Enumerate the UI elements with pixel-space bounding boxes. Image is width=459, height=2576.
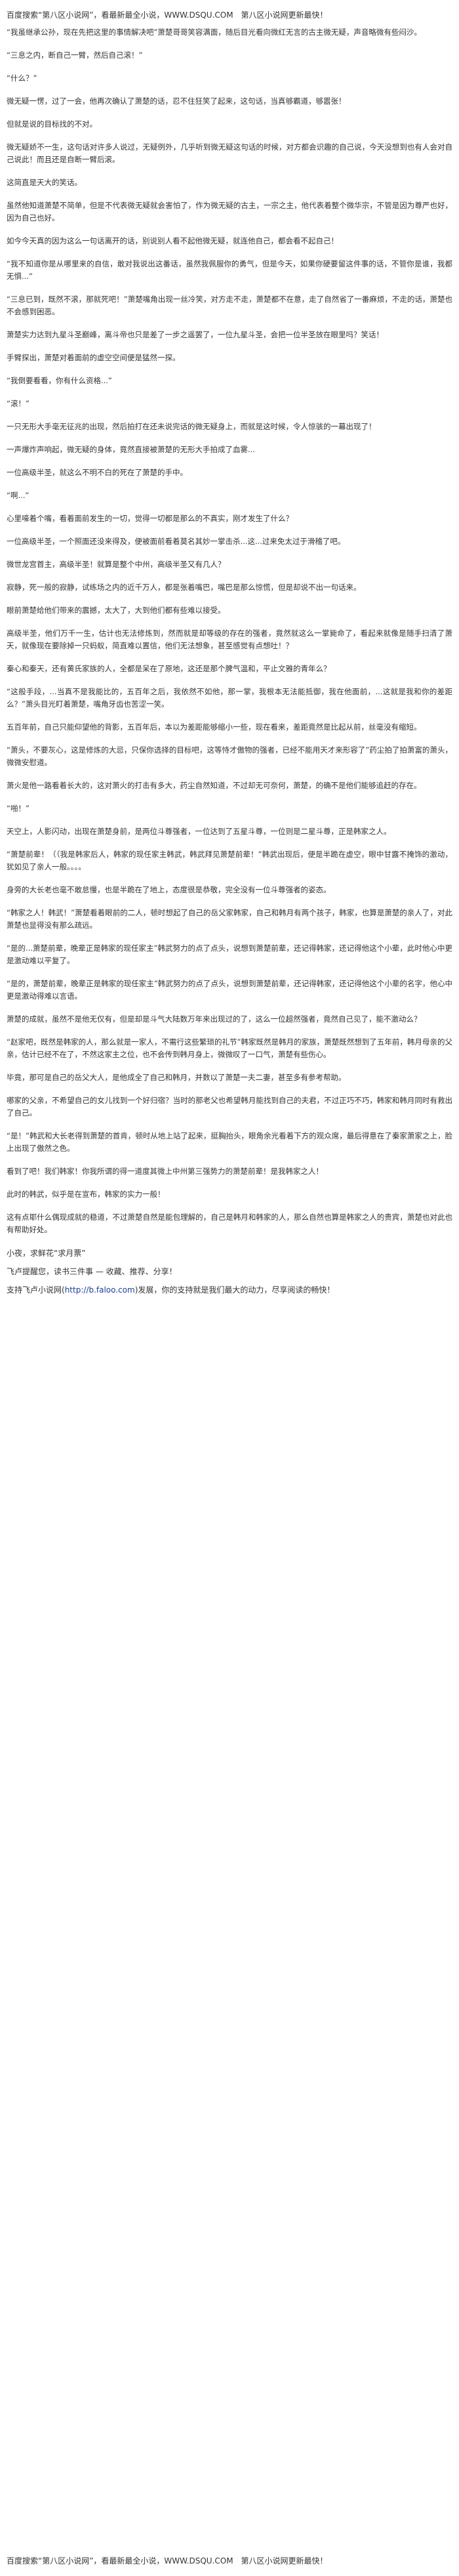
story-paragraph: 微世龙宫首主，高级半圣！就算是整个中州，高级半圣又有几人？ bbox=[7, 560, 226, 569]
story-paragraph: 萧楚实力达到九星斗圣巅峰，离斗帝也只是差了一步之遥罢了，一位九星斗圣，会把一位半… bbox=[7, 330, 384, 339]
story-paragraph: 五百年前，自己只能仰望他的背影，五百年后，本以为差距能够缩小一些，现在看来，差距… bbox=[7, 722, 422, 732]
support-suffix: )发展，你的支持就是我们最大的动力，尽享阅读的畅快！ bbox=[134, 1285, 335, 1295]
author-note: 小夜，求鲜花“求月票” bbox=[7, 1249, 86, 1258]
story-paragraph: “啊...” bbox=[7, 491, 30, 500]
story-paragraph: 萧火是他一路看着长大的，这对萧火的打击有多大，药尘自然知道，不过却无可奈何，萧楚… bbox=[7, 781, 422, 790]
story-paragraph: “是的...萧楚前辈，晚辈正是韩家的现任家主”韩武努力的点了点头，说想到萧楚前辈… bbox=[7, 944, 452, 965]
story-paragraph: “韩家之人！韩武！”萧楚看着眼前的二人，顿时想起了自己的岳父家韩家，自己和韩月有… bbox=[7, 908, 452, 930]
story-paragraph: 手臂探出，萧楚对着面前的虚空空间便是猛然一探。 bbox=[7, 353, 180, 362]
support-prefix: 支持飞卢小说网( bbox=[7, 1285, 65, 1295]
story-paragraph: 眼前萧楚给他们带来的震撼，太大了，大到他们都有些难以接受。 bbox=[7, 606, 226, 615]
story-paragraph: 一声爆炸声响起，微无疑的身体，竟然直接被萧楚的无形大手拍成了血雾... bbox=[7, 445, 255, 454]
story-paragraph: 如今今天真的因为这么一句话离开的话，别说别人看不起他微无疑，就连他自己，都会看不… bbox=[7, 236, 338, 245]
story-paragraph: “什么？” bbox=[7, 73, 37, 83]
bottom-banner: 百度搜索“第八区小说网”，看最新最全小说，WWW.DSQU.COM 第八区小说网… bbox=[7, 2556, 328, 2566]
story-paragraph: 虽然他知道萧楚不简单，但是不代表微无疑就会害怕了，作为微无疑的古主，一宗之主，他… bbox=[7, 201, 452, 222]
story-paragraph: 天空上，人影闪动，出现在萧楚身前，是两位斗尊强者，一位达到了五星斗尊，一位则是二… bbox=[7, 827, 391, 836]
story-paragraph: “是！”韩武和大长老得到萧楚的首肯，顿时从地上站了起来，挺胸抬头，眼角余光看着下… bbox=[7, 1131, 452, 1153]
support-link[interactable]: http://b.faloo.com bbox=[64, 1285, 135, 1295]
story-paragraph: 此时的韩武，似乎是在宣布，韩家的实力一般！ bbox=[7, 1190, 165, 1199]
story-paragraph: “萧楚前辈！（（我是韩家后人，韩家的现任家主韩武，韩武拜见萧楚前辈！”韩武出现后… bbox=[7, 850, 452, 871]
story-paragraph: “滚！” bbox=[7, 399, 30, 408]
story-paragraph: 身旁的大长老也毫不敢怠慢，也是半跪在了地上，态度很是恭敬，完全没有一位斗尊强者的… bbox=[7, 885, 331, 894]
story-paragraph: “啪！” bbox=[7, 804, 30, 813]
story-paragraph: “是的，萧楚前辈，晚辈正是韩家的现任家主”韩武努力的点了点头，说想到萧楚前辈，还… bbox=[7, 979, 452, 1001]
story-paragraph: 这有点耶什么偶现成就的稳道，不过萧楚自然是能包理解的，自己是韩月和韩家的人，那么… bbox=[7, 1213, 452, 1234]
story-paragraph: 微无疑娇不一生，这句话对许多人说过，无疑例外，几乎听到微无疑这句话的时候，对方都… bbox=[7, 142, 452, 164]
story-paragraph: 毕竟，那可是自己的岳父大人，是他成全了自己和韩月，并数以了萧楚一夫二妻，甚至多有… bbox=[7, 1073, 346, 1082]
story-paragraph: “我不知道你是从哪里来的自信，敢对我说出这番话，虽然我佩服你的勇气，但是今天，如… bbox=[7, 259, 452, 281]
story-paragraph: “萧头，不要灰心，这是修炼的大忌，只保你选择的目标吧，这等恃才傲物的强者，已经不… bbox=[7, 745, 452, 767]
story-paragraph: 心里嚎着个嘴，看着面前发生的一切，觉得一切都是那么的不真实，刚才发生了什么？ bbox=[7, 514, 293, 523]
chapter-body: “我虽继承公孙，现在先把这里的事情解决吧”萧楚哥哥笑容满面，随后目光看向微红无言… bbox=[7, 26, 452, 1236]
story-paragraph: 看到了吧！我们韩家！你我所谓的得一道度其微上中州第三强势力的萧楚前辈！是我韩家之… bbox=[7, 1167, 323, 1176]
story-paragraph: “赵家吧，既然是韩家的人，那么就是一家人，不需行这些繁琐的礼节”韩家既然是韩月的… bbox=[7, 1037, 452, 1059]
story-paragraph: “三息之内，断自己一臂，然后自己滚！” bbox=[7, 51, 143, 60]
story-paragraph: 微无疑一愣，过了一会，他再次确认了萧楚的话，忍不住狂笑了起来，这句话，当真够霸道… bbox=[7, 96, 346, 106]
story-paragraph: “这般手段，...当真不是我能比的，五百年之后，我依然不如他，那一掌，我根本无法… bbox=[7, 687, 452, 709]
reading-reminder: 飞卢提醒您，读书三件事 — 收藏、推荐、分享！ bbox=[7, 1267, 177, 1276]
story-paragraph: 萧楚的成就，虽然不是他无仅有，但是却是斗气大陆数万年来出现过的了，这么一位超然强… bbox=[7, 1014, 422, 1024]
story-paragraph: 这简直是天大的笑话。 bbox=[7, 178, 82, 187]
story-paragraph: 哪家的父亲，不希望自己的女儿找到一个好归宿？当时的那老父也希望韩月能找到自己的夫… bbox=[7, 1096, 452, 1117]
story-paragraph: 寂静，死一般的寂静，试练场之内的近千万人，都是张着嘴巴，嘴巴是那么惊慌，但是却说… bbox=[7, 583, 361, 592]
page: 百度搜索“第八区小说网”，看最新最全小说，WWW.DSQU.COM 第八区小说网… bbox=[0, 4, 459, 2576]
story-paragraph: 一只无形大手毫无征兆的出现，然后拍打在还未说完话的微无疑身上，而就是这时候，令人… bbox=[7, 422, 376, 431]
story-paragraph: 高级半圣，他们万千一生，估计也无法修炼到，然而就是却等级的存在的强者，竟然就这么… bbox=[7, 629, 452, 650]
story-paragraph: 秦心和秦天，还有黄氏家族的人，全都是呆在了原地，这还是那个脾气温和，平止文雅的青… bbox=[7, 664, 331, 673]
story-paragraph: “我虽继承公孙，现在先把这里的事情解决吧”萧楚哥哥笑容满面，随后目光看向微红无言… bbox=[7, 28, 422, 37]
story-paragraph: 一位高级半圣，一个照面还没来得及，便被面前看着莫名其妙一掌击杀...这...过来… bbox=[7, 537, 346, 546]
top-banner: 百度搜索“第八区小说网”，看最新最全小说，WWW.DSQU.COM 第八区小说网… bbox=[7, 10, 328, 20]
story-paragraph: 但就是说的目标找的不对。 bbox=[7, 119, 97, 129]
support-line: 支持飞卢小说网(http://b.faloo.com)发展，你的支持就是我们最大… bbox=[7, 1283, 452, 1297]
story-paragraph: “三息已到，既然不滚，那就死吧！”萧楚嘴角出现一丝冷笑，对方走不走，萧楚都不在意… bbox=[7, 295, 452, 316]
story-paragraph: 一位高级半圣，就这么不明不白的死在了萧楚的手中。 bbox=[7, 468, 188, 477]
story-paragraph: “我倒要看看，你有什么资格...” bbox=[7, 376, 112, 385]
